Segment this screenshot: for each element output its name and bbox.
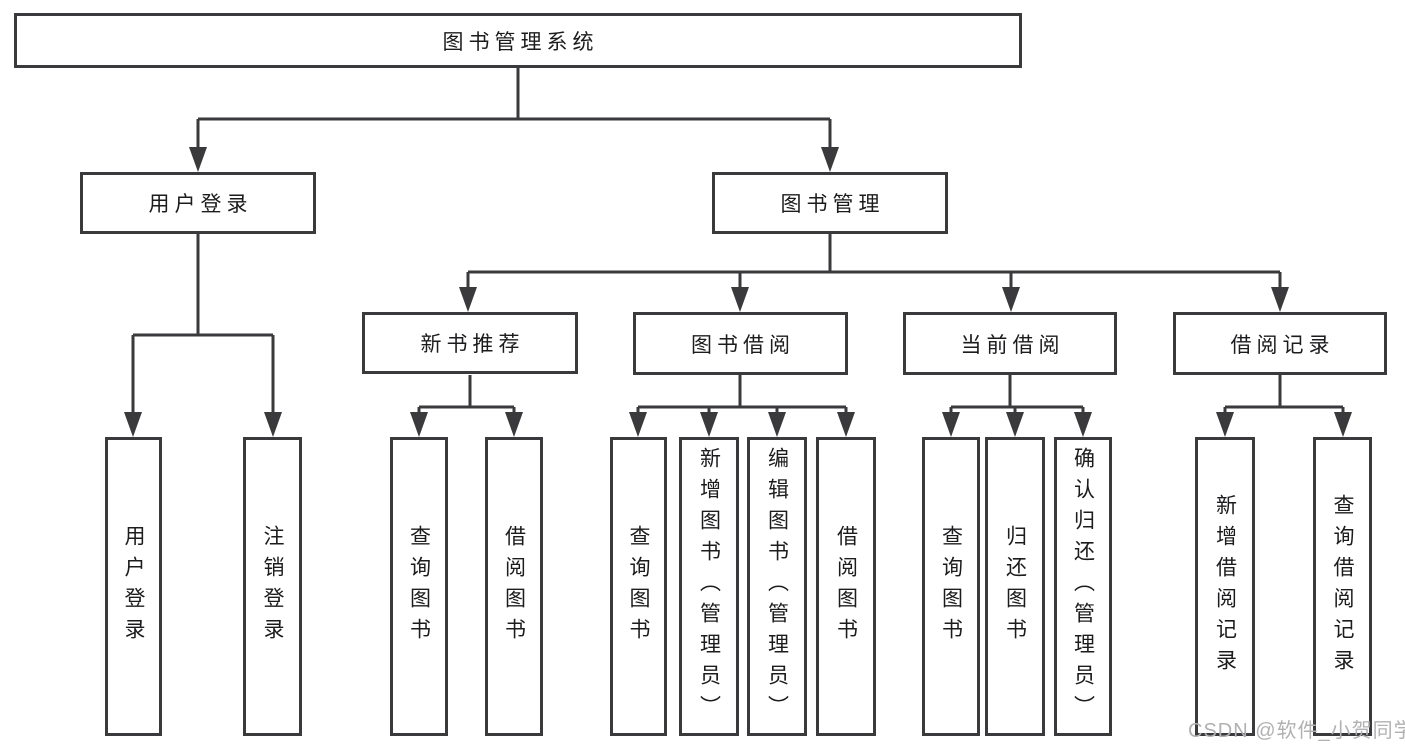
leaf-query-books-recommend: 查询图书: [390, 437, 448, 736]
node-new-book-recommendation-label: 新书推荐: [420, 333, 525, 356]
leaf-return-books-label: 归还图书: [1003, 524, 1027, 649]
leaf-logout-label: 注销登录: [261, 524, 284, 649]
leaf-borrow-books-recommend-label: 借阅图书: [502, 524, 526, 649]
leaf-return-books: 归还图书: [985, 437, 1045, 736]
node-current-borrowing: 当前借阅: [903, 312, 1117, 375]
arrowhead: [264, 412, 282, 437]
node-book-borrowing-label: 图书借阅: [691, 333, 795, 357]
connector-book-borrowing-children: [636, 375, 848, 414]
connector-current-borrowing-children: [949, 375, 1085, 414]
arrowhead: [1002, 287, 1020, 312]
connector-root-to-level2: [196, 67, 832, 150]
connector-borrow-records-children: [1223, 375, 1345, 414]
node-root: 图书管理系统: [14, 13, 1022, 68]
leaf-borrow-books-recommend: 借阅图书: [485, 437, 543, 736]
node-book-management: 图书管理: [712, 172, 948, 234]
leaf-query-books-borrowing-label: 查询图书: [627, 524, 650, 649]
watermark: CSDN @软件_小贺同学: [1188, 720, 1405, 742]
arrowhead: [189, 147, 207, 172]
leaf-query-borrow-record: 查询借阅记录: [1313, 437, 1372, 736]
arrowhead: [124, 412, 142, 437]
arrowhead: [1334, 412, 1352, 437]
leaf-query-books-current-label: 查询图书: [939, 524, 963, 649]
arrowhead: [942, 412, 960, 437]
arrowhead: [1216, 412, 1234, 437]
connector-user-login-children: [131, 233, 275, 414]
leaf-query-books-recommend-label: 查询图书: [407, 524, 431, 649]
leaf-borrow-books-borrowing: 借阅图书: [816, 437, 876, 736]
arrowhead: [821, 147, 839, 172]
leaf-add-borrow-record-label: 新增借阅记录: [1213, 493, 1237, 680]
arrowheads: [124, 147, 1352, 437]
leaf-borrow-books-borrowing-label: 借阅图书: [834, 524, 858, 649]
leaf-logout: 注销登录: [243, 437, 302, 736]
arrowhead: [629, 412, 647, 437]
leaf-edit-book-admin-label: 编辑图书（管理员）: [765, 447, 789, 726]
arrowhead: [459, 287, 477, 312]
node-root-label: 图书管理系统: [442, 30, 599, 54]
node-book-borrowing: 图书借阅: [633, 312, 848, 375]
leaf-user-login-label: 用户登录: [122, 524, 145, 649]
node-user-login: 用户登录: [80, 172, 316, 234]
node-borrow-records: 借阅记录: [1173, 312, 1387, 375]
arrowhead: [837, 412, 855, 437]
connector-book-management-children: [466, 233, 1282, 290]
arrowhead: [768, 412, 786, 437]
leaf-query-books-current: 查询图书: [922, 437, 980, 736]
node-borrow-records-label: 借阅记录: [1230, 333, 1335, 357]
arrowhead: [700, 412, 718, 437]
arrowhead: [1006, 412, 1024, 437]
arrowhead: [410, 412, 428, 437]
leaf-user-login: 用户登录: [105, 437, 162, 736]
arrowhead: [1271, 287, 1289, 312]
node-current-borrowing-label: 当前借阅: [960, 333, 1065, 357]
leaf-edit-book-admin: 编辑图书（管理员）: [747, 437, 807, 736]
leaf-query-borrow-record-label: 查询借阅记录: [1331, 493, 1354, 680]
arrowhead: [1074, 412, 1092, 437]
node-user-login-label: 用户登录: [148, 193, 253, 216]
leaf-add-book-admin-label: 新增图书（管理员）: [697, 447, 721, 726]
leaf-add-book-admin: 新增图书（管理员）: [679, 437, 739, 736]
leaf-query-books-borrowing: 查询图书: [610, 437, 667, 736]
arrowhead: [731, 287, 749, 312]
leaf-confirm-return-admin: 确认归还（管理员）: [1054, 437, 1112, 736]
node-book-management-label: 图书管理: [780, 193, 885, 216]
connector-new-book-children: [417, 375, 516, 414]
leaf-add-borrow-record: 新增借阅记录: [1195, 437, 1255, 736]
leaf-confirm-return-admin-label: 确认归还（管理员）: [1071, 447, 1095, 726]
arrowhead: [505, 412, 523, 437]
node-new-book-recommendation: 新书推荐: [362, 312, 578, 374]
